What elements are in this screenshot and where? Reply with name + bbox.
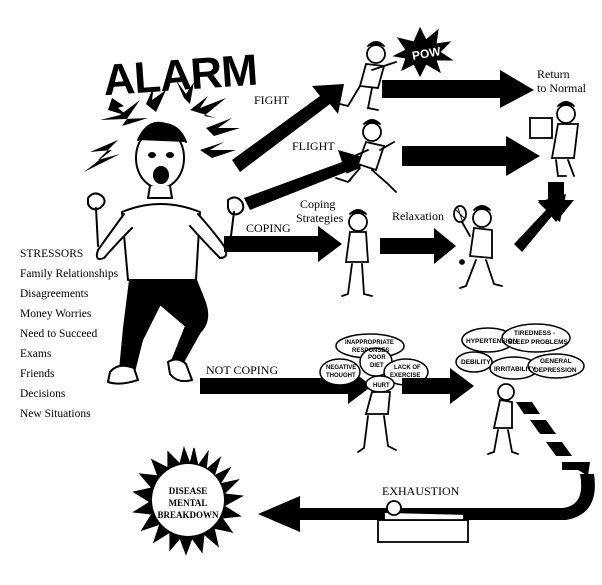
- stressor-item: Family Relationships: [20, 268, 119, 280]
- relaxation-to-normal-arrow: [514, 194, 566, 252]
- cloud-hurt: HURT: [373, 383, 390, 389]
- cloud-general-l2: DEPRESSION: [534, 367, 577, 374]
- cloud-negative-l1: NEGATIVE: [326, 365, 356, 371]
- disease-burst: [132, 445, 244, 556]
- exhausted-man-figure: [487, 383, 519, 455]
- stressor-item: Friends: [20, 368, 55, 380]
- cloud-hypertension: HYPERTENSION: [466, 338, 518, 345]
- stooped-man-figure: [357, 391, 397, 453]
- cloud-inappropriate-l2: RESPONSES: [352, 348, 389, 354]
- coping-to-relaxation-arrow: [380, 228, 456, 264]
- cloud-general-l1: GENERAL: [540, 358, 572, 365]
- return-normal-label-line1: Return: [537, 67, 570, 81]
- stressor-item: Exams: [20, 348, 52, 360]
- pow-text: POW: [411, 44, 442, 63]
- thinking-man-figure: [341, 209, 373, 297]
- coping-label: COPING: [246, 221, 291, 235]
- alarmed-man-figure: [87, 121, 245, 385]
- not-coping-label: NOT COPING: [206, 363, 278, 377]
- disease-text-l2: MENTAL: [169, 498, 208, 508]
- cloud-inappropriate-l1: INAPPROPRIATE: [345, 340, 394, 346]
- tennis-player-figure: [453, 205, 503, 289]
- relaxed-man-figure: [529, 101, 580, 177]
- fighting-man-figure: [339, 41, 397, 111]
- cloud-negative-l2: THOUGHT: [326, 373, 356, 379]
- flight-arrow: [244, 150, 366, 210]
- not-coping-continue-arrow: [402, 368, 474, 404]
- coping-strategies-label-line2: Strategies: [296, 211, 344, 225]
- flight-label: FLIGHT: [292, 139, 335, 153]
- relaxation-label: Relaxation: [392, 209, 444, 223]
- fight-label: FIGHT: [254, 93, 290, 107]
- cloud-irritability: IRRITABILITY: [494, 366, 536, 373]
- right-thought-clouds: [455, 323, 585, 380]
- mid-thought-clouds: [319, 333, 429, 393]
- exhaustion-label: EXHAUSTION: [382, 484, 460, 498]
- fight-arrow: [232, 84, 344, 172]
- fight-to-normal-arrow: [382, 70, 534, 108]
- disease-text-l3: BREAKDOWN: [157, 510, 219, 520]
- flight-to-normal-arrow: [402, 136, 540, 176]
- cloud-tiredness-l2: SLEEP PROBLEMS: [508, 339, 569, 346]
- pow-burst: POW: [392, 26, 454, 78]
- cloud-poor-l1: POOR: [368, 355, 386, 361]
- stressor-item: Money Worries: [20, 308, 92, 320]
- decline-arrow-segments: [516, 402, 590, 476]
- coping-strategies-label-line1: Coping: [300, 197, 335, 211]
- stressor-item: Disagreements: [20, 288, 89, 300]
- stressors-heading: STRESSORS: [20, 248, 83, 260]
- cloud-poor-l2: DIET: [370, 363, 384, 369]
- stressors-list: STRESSORS Family Relationships Disagreem…: [20, 248, 119, 420]
- alarm-title: ALARM: [102, 46, 259, 106]
- stressor-item: Decisions: [20, 388, 66, 400]
- exhaustion-arrow: [258, 474, 595, 532]
- cloud-lack-l2: EXERCISE: [390, 373, 420, 379]
- return-normal-label-line2: to Normal: [537, 81, 587, 95]
- cloud-lack-l1: LACK OF: [394, 365, 421, 371]
- lying-man-figure: [377, 500, 469, 543]
- stressor-item: New Situations: [20, 408, 91, 420]
- lightning-bolts: [84, 80, 240, 172]
- cloud-debility: DEBILITY: [461, 359, 491, 366]
- disease-text-l1: DISEASE: [169, 486, 208, 496]
- running-man-figure: [335, 119, 397, 193]
- cloud-tiredness-l1: TIREDNESS -: [514, 330, 555, 337]
- coping-arrow: [224, 226, 342, 262]
- not-coping-arrow: [200, 368, 372, 404]
- stressor-item: Need to Succeed: [20, 328, 98, 340]
